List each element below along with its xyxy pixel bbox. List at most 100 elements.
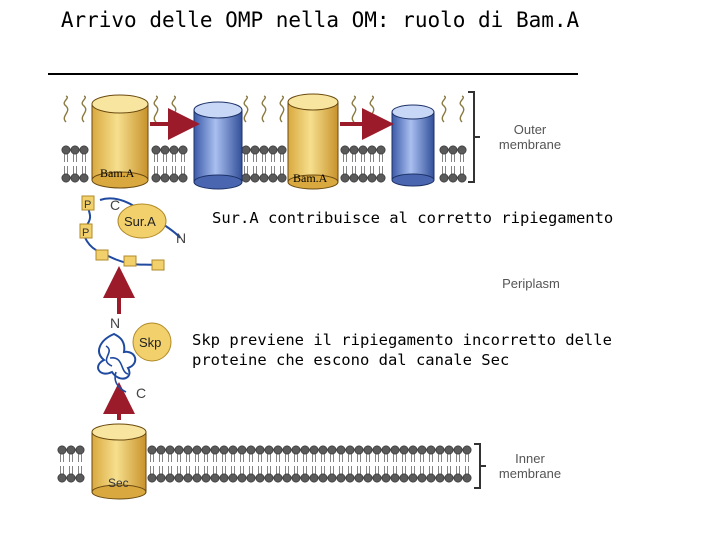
lipid-tail xyxy=(402,454,406,462)
lipid-head xyxy=(462,473,472,483)
lipid-head xyxy=(318,473,328,483)
lipid-head xyxy=(79,173,89,183)
lipid-tail xyxy=(249,454,253,462)
lipid-tail xyxy=(366,454,370,462)
lipid-tail xyxy=(348,466,352,474)
lipid-tail xyxy=(163,166,167,174)
lipid-tail xyxy=(177,466,181,474)
lipid-tail xyxy=(465,454,469,462)
lipid-head xyxy=(174,445,184,455)
lipid-tail xyxy=(303,466,307,474)
lipid-head xyxy=(349,173,359,183)
lipid-tail xyxy=(267,466,271,474)
lipid-tail xyxy=(73,154,77,162)
lipid-head xyxy=(336,445,346,455)
lipid-tail xyxy=(69,466,73,474)
lipid-head xyxy=(426,445,436,455)
lipid-head xyxy=(457,173,467,183)
lipid-tail xyxy=(154,166,158,174)
lipid-head xyxy=(192,473,202,483)
lipid-head xyxy=(367,173,377,183)
lipid-tail xyxy=(231,466,235,474)
lipid-head xyxy=(57,445,67,455)
lipid-head xyxy=(457,145,467,155)
lipid-head xyxy=(340,145,350,155)
lipid-tail xyxy=(294,466,298,474)
lipid-tail xyxy=(231,454,235,462)
lps-chain xyxy=(369,95,375,123)
lps-chain xyxy=(351,95,357,123)
lipid-head xyxy=(210,445,220,455)
lipid-head xyxy=(250,145,260,155)
lipid-tail xyxy=(285,454,289,462)
lipid-tail xyxy=(267,454,271,462)
lps-chain xyxy=(441,95,447,123)
lipid-head xyxy=(250,173,260,183)
lipid-tail xyxy=(195,466,199,474)
lipid-tail xyxy=(181,154,185,162)
lipid-head xyxy=(462,445,472,455)
lipid-head xyxy=(160,145,170,155)
lipid-head xyxy=(75,473,85,483)
lipid-tail xyxy=(460,166,464,174)
bama-label-1: Bam.A xyxy=(100,166,135,180)
lps-chain xyxy=(243,95,249,123)
n-label-sura: N xyxy=(176,230,186,246)
lipid-tail xyxy=(339,454,343,462)
lipid-head xyxy=(156,473,166,483)
lipid-tail xyxy=(303,454,307,462)
lipid-head xyxy=(349,145,359,155)
lipid-head xyxy=(300,473,310,483)
bama-cylinder-1 xyxy=(91,94,149,189)
lipid-tail xyxy=(150,466,154,474)
lipid-head xyxy=(237,473,247,483)
lipid-tail xyxy=(271,154,275,162)
lipid-head xyxy=(183,473,193,483)
lipid-tail xyxy=(73,166,77,174)
lipid-head xyxy=(66,473,76,483)
lipid-tail xyxy=(172,154,176,162)
lipid-head xyxy=(151,173,161,183)
lps-chain xyxy=(261,95,267,123)
lipid-tail xyxy=(271,166,275,174)
lipid-tail xyxy=(330,454,334,462)
lipid-tail xyxy=(276,466,280,474)
inner-membrane-lipids xyxy=(57,445,472,483)
lipid-head xyxy=(291,473,301,483)
lipid-tail xyxy=(262,166,266,174)
lipid-head xyxy=(408,473,418,483)
skp-caption-line2: proteine che escono dal canale Sec xyxy=(192,351,510,369)
lipid-head xyxy=(70,173,80,183)
lipid-tail xyxy=(262,154,266,162)
lipid-head xyxy=(241,173,251,183)
lipid-head xyxy=(273,445,283,455)
lipid-tail xyxy=(222,466,226,474)
slide-title: Arrivo delle OMP nella OM: ruolo di Bam.… xyxy=(60,8,580,32)
skp-blob xyxy=(132,322,172,362)
lipid-head xyxy=(444,445,454,455)
lipid-tail xyxy=(64,166,68,174)
lipid-head xyxy=(228,473,238,483)
c-label-sura: C xyxy=(110,197,120,213)
inner-membrane-label-line2: membrane xyxy=(498,466,562,481)
lipid-head xyxy=(210,473,220,483)
lipid-head xyxy=(376,173,386,183)
lipid-head xyxy=(448,173,458,183)
lipid-head xyxy=(259,145,269,155)
lipid-tail xyxy=(312,454,316,462)
lipid-head xyxy=(354,473,364,483)
lipid-tail xyxy=(213,466,217,474)
lipid-head xyxy=(381,445,391,455)
sec-label: Sec xyxy=(108,476,129,490)
lipid-head xyxy=(237,445,247,455)
lps-chain xyxy=(171,95,177,123)
lipid-tail xyxy=(420,454,424,462)
lipid-tail xyxy=(456,466,460,474)
lipid-head xyxy=(448,145,458,155)
lipid-head xyxy=(147,445,157,455)
lipid-tail xyxy=(361,154,365,162)
lipid-head xyxy=(435,473,445,483)
lipid-tail xyxy=(402,466,406,474)
lipid-tail xyxy=(375,454,379,462)
